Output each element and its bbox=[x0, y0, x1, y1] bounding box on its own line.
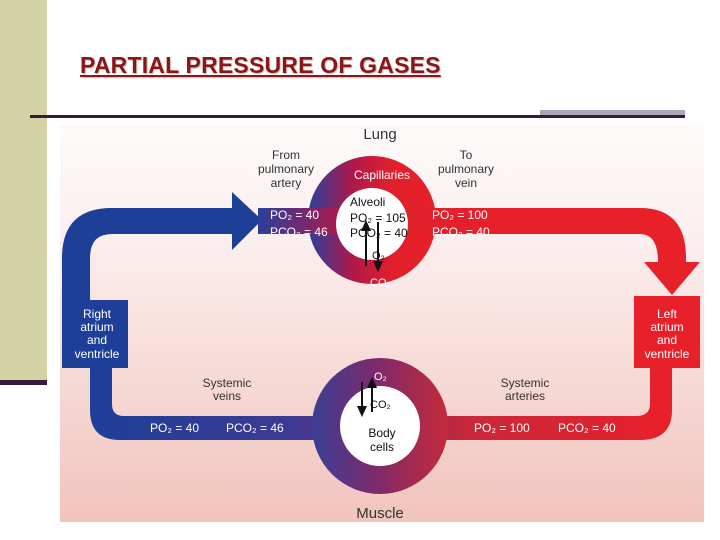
alveoli-chamber bbox=[336, 188, 408, 260]
from-artery-line-2: pulmonary bbox=[258, 162, 314, 176]
systemic-circulation-band bbox=[90, 360, 672, 440]
from-pulmonary-artery-label: From pulmonary artery bbox=[258, 148, 314, 190]
alveoli-label: Alveoli bbox=[350, 195, 385, 209]
from-artery-line-1: From bbox=[272, 148, 300, 162]
to-vein-line-1: To bbox=[460, 148, 473, 162]
left-heart-line-3: and bbox=[657, 333, 677, 347]
right-heart-line-4: ventricle bbox=[75, 347, 120, 361]
muscle-co2-arrowhead bbox=[367, 377, 377, 388]
alveoli-pco2: PCO₂ = 40 bbox=[350, 226, 408, 240]
lung-o2-label: O₂ bbox=[372, 250, 385, 262]
muscle-label: Muscle bbox=[356, 505, 404, 522]
venous-return-path bbox=[62, 192, 262, 300]
systemic-arteries-line-1: Systemic bbox=[501, 376, 550, 390]
systemic-veins-label: Systemic veins bbox=[203, 376, 252, 403]
arterial-outflow-path bbox=[492, 208, 700, 295]
lung-out-po2: PO₂ = 100 bbox=[432, 208, 488, 222]
muscle-co2-label: CO₂ bbox=[370, 399, 391, 411]
body-cells-label: Body cells bbox=[368, 426, 395, 454]
title-divider-accent bbox=[540, 110, 685, 115]
left-heart-label: Left atrium and ventricle bbox=[645, 307, 690, 361]
to-pulmonary-vein-label: To pulmonary vein bbox=[438, 148, 494, 190]
left-heart-line-2: atrium bbox=[650, 320, 683, 334]
right-heart-label: Right atrium and ventricle bbox=[75, 307, 120, 361]
lung-in-pco2: PCO₂ = 46 bbox=[270, 225, 328, 239]
lung-out-pco2: PCO₂ = 40 bbox=[432, 225, 490, 239]
veins-pco2: PCO₂ = 46 bbox=[226, 421, 284, 435]
slide-sidebar bbox=[0, 0, 47, 385]
right-heart-box bbox=[62, 300, 128, 368]
lung-co2-arrowhead bbox=[373, 261, 383, 272]
gas-exchange-diagram: Lung Muscle From pulmonary artery To pul… bbox=[60, 122, 704, 522]
from-artery-line-3: artery bbox=[271, 176, 302, 190]
lung-in-po2: PO₂ = 40 bbox=[270, 208, 319, 222]
veins-po2: PO₂ = 40 bbox=[150, 421, 199, 435]
capillaries-label: Capillaries bbox=[354, 168, 410, 182]
left-heart-line-1: Left bbox=[657, 307, 678, 321]
alveoli-po2: PO₂ = 105 bbox=[350, 211, 406, 225]
to-vein-line-2: pulmonary bbox=[438, 162, 494, 176]
body-cells-line-1: Body bbox=[368, 426, 395, 440]
lung-co2-label: CO₂ bbox=[370, 277, 391, 289]
lung-o2-arrowhead bbox=[361, 220, 371, 231]
lung-label: Lung bbox=[363, 126, 396, 143]
arteries-pco2: PCO₂ = 40 bbox=[558, 421, 616, 435]
systemic-veins-line-1: Systemic bbox=[203, 376, 252, 390]
right-heart-line-3: and bbox=[87, 333, 107, 347]
right-heart-line-1: Right bbox=[83, 307, 112, 321]
left-heart-box bbox=[634, 296, 700, 368]
systemic-arteries-label: Systemic arteries bbox=[501, 376, 550, 403]
arteries-po2: PO₂ = 100 bbox=[474, 421, 530, 435]
muscle-o2-label: O₂ bbox=[374, 371, 387, 383]
muscle-o2-arrowhead bbox=[357, 406, 367, 417]
slide-title: PARTIAL PRESSURE OF GASES bbox=[80, 52, 441, 78]
systemic-arteries-line-2: arteries bbox=[505, 389, 545, 403]
title-divider bbox=[30, 115, 685, 118]
left-heart-line-4: ventricle bbox=[645, 347, 690, 361]
body-cells-line-2: cells bbox=[370, 440, 394, 454]
systemic-veins-line-2: veins bbox=[213, 389, 241, 403]
right-heart-line-2: atrium bbox=[80, 320, 113, 334]
to-vein-line-3: vein bbox=[455, 176, 477, 190]
sidebar-accent bbox=[0, 380, 47, 385]
